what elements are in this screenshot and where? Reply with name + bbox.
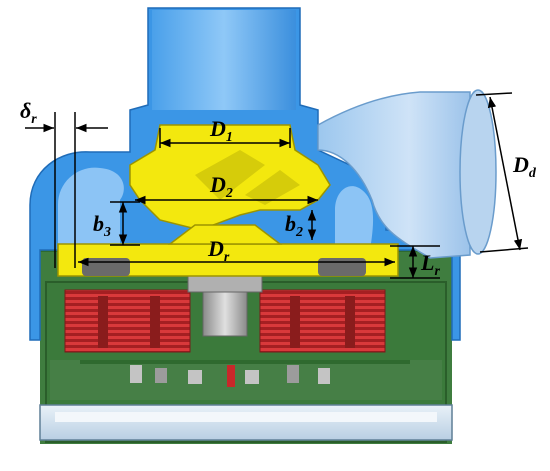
label-D2: D2	[209, 172, 233, 201]
label-b3: b3	[93, 211, 111, 240]
label-delta-r: δr	[20, 98, 37, 127]
dimension-lines	[25, 92, 529, 279]
dimension-labels: δr D1 D2 Dd Dr b3 b2 Lr	[20, 98, 537, 279]
label-D1: D1	[209, 116, 233, 145]
label-Dr: Dr	[207, 236, 230, 265]
base-plate	[39, 404, 453, 441]
stator-coils	[64, 289, 386, 353]
outlet-pipe	[317, 89, 497, 259]
label-Dd: Dd	[512, 152, 537, 181]
label-b2: b2	[285, 211, 303, 240]
label-Lr: Lr	[420, 250, 440, 279]
electronics-blocks	[80, 360, 410, 387]
